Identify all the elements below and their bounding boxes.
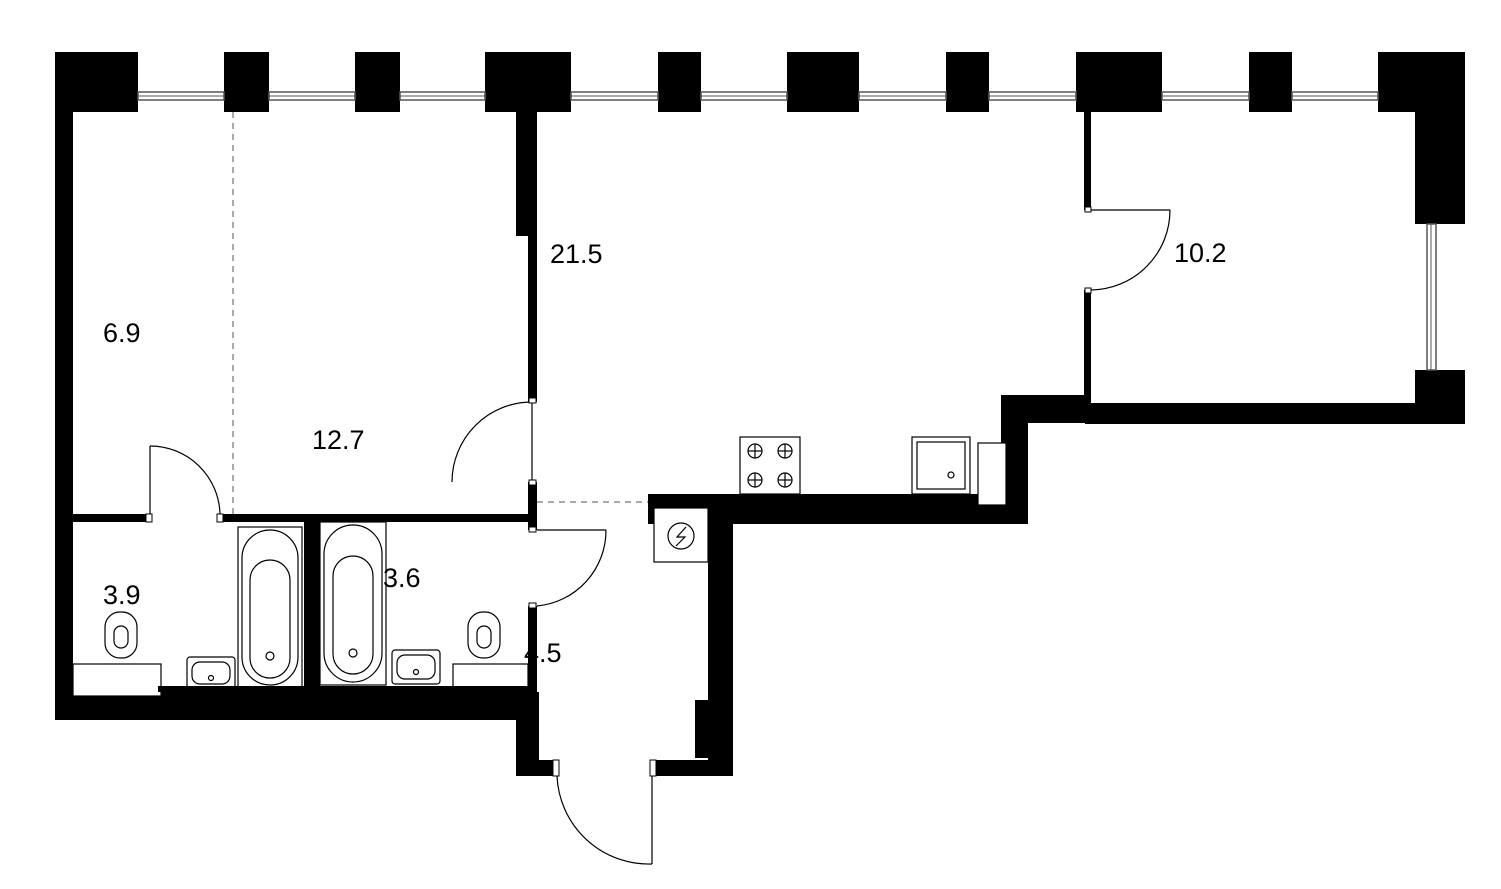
area-label-room-bath-2: 3.6 — [383, 563, 421, 593]
electrical-panel-icon — [653, 507, 709, 563]
appliance-niche — [977, 442, 1007, 506]
washing-machine-niche — [72, 663, 162, 697]
area-label-room-left-top: 6.9 — [103, 318, 141, 348]
area-label-room-left-mid: 12.7 — [312, 425, 365, 455]
toilet-icon — [104, 611, 138, 659]
area-label-room-bedroom: 10.2 — [1174, 238, 1227, 268]
bath-1-floor-divider — [158, 686, 304, 692]
exterior-walls — [55, 52, 1465, 776]
bathtub-icon — [319, 521, 387, 686]
area-label-room-bath-1: 3.9 — [103, 580, 141, 610]
doors — [149, 209, 1171, 865]
bath-2-floor-divider — [320, 686, 528, 692]
kitchen-sink-icon — [911, 436, 971, 495]
zone-dividers — [232, 112, 648, 514]
area-labels: 6.9 12.7 21.5 10.2 3.9 3.6 4.5 — [103, 238, 1227, 668]
washbasin-icon — [186, 656, 236, 690]
window-sills — [138, 95, 1432, 370]
door-jambs — [145, 206, 1092, 777]
stove-icon — [739, 436, 801, 495]
area-label-room-hall: 4.5 — [524, 638, 562, 668]
windows — [137, 91, 1437, 371]
toilet-icon — [467, 611, 501, 659]
washbasin-icon — [391, 649, 441, 685]
interior-walls — [73, 112, 1091, 758]
area-label-room-living: 21.5 — [550, 239, 603, 269]
bathtub-icon — [237, 526, 303, 691]
